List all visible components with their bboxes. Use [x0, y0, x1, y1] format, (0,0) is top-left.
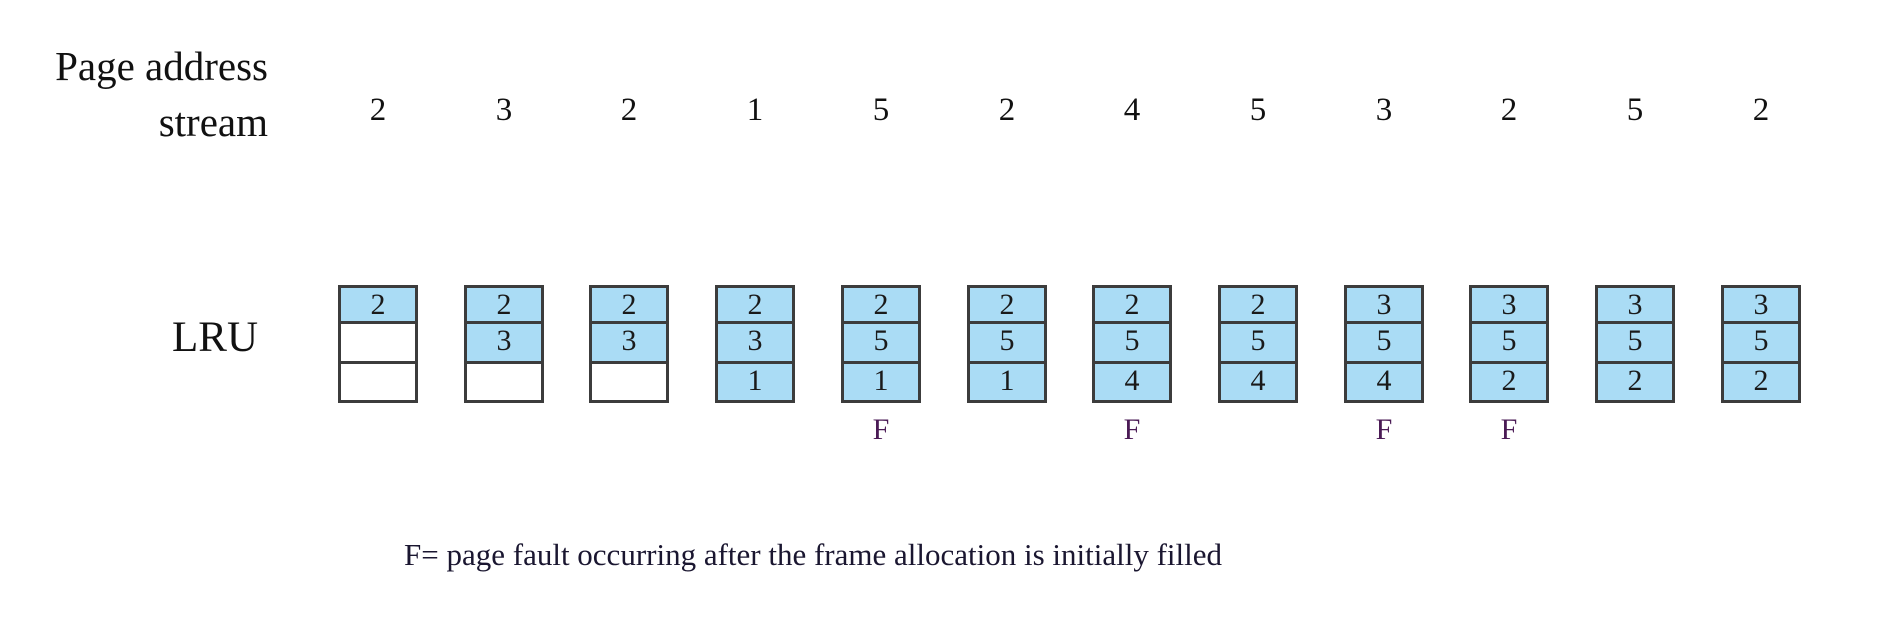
frame-cell: 3: [1469, 285, 1549, 325]
frame-cell: 4: [1218, 363, 1298, 403]
frame-cell: [589, 363, 669, 403]
frame-stack: 2: [338, 285, 418, 403]
stream-value: 4: [1123, 92, 1141, 128]
frame-cell: 2: [841, 285, 921, 325]
lru-label: LRU: [172, 314, 258, 361]
frame-cell: 2: [1721, 363, 1801, 403]
frame-cell: 3: [589, 324, 669, 364]
fault-marker: F: [1123, 413, 1141, 446]
frame-cell: 3: [715, 324, 795, 364]
stream-value: 5: [1626, 92, 1644, 128]
fault-marker: F: [1500, 413, 1518, 446]
frame-cell: 2: [1092, 285, 1172, 325]
stream-label-line2: stream: [158, 99, 268, 145]
stream-label-line1: Page address: [55, 43, 268, 89]
frame-cell: 1: [967, 363, 1047, 403]
frame-cell: 2: [1595, 363, 1675, 403]
stream-label: Page address stream: [0, 38, 268, 150]
stream-value: 2: [1752, 92, 1770, 128]
fault-marker: F: [1375, 413, 1393, 446]
frame-cell: 3: [1595, 285, 1675, 325]
stream-value: 3: [1375, 92, 1393, 128]
stream-value: 2: [998, 92, 1016, 128]
frame-cell: 3: [464, 324, 544, 364]
frame-cell: 2: [589, 285, 669, 325]
frame-cell: 1: [715, 363, 795, 403]
stream-value: 2: [369, 92, 387, 128]
frame-cell: 2: [464, 285, 544, 325]
frame-cell: 5: [967, 324, 1047, 364]
frame-cell: 2: [967, 285, 1047, 325]
stream-value: 2: [1500, 92, 1518, 128]
stream-value: 2: [620, 92, 638, 128]
frame-cell: 5: [1092, 324, 1172, 364]
frame-cell: [338, 363, 418, 403]
frame-cell: [464, 363, 544, 403]
frame-cell: 4: [1092, 363, 1172, 403]
frame-cell: 3: [1721, 285, 1801, 325]
stream-value: 5: [872, 92, 890, 128]
frame-cell: 5: [1344, 324, 1424, 364]
frame-cell: 2: [1469, 363, 1549, 403]
frame-cell: 1: [841, 363, 921, 403]
frame-cell: 2: [338, 285, 418, 325]
legend-note: F= page fault occurring after the frame …: [404, 537, 1223, 572]
frame-cell: 5: [841, 324, 921, 364]
frame-cell: [338, 324, 418, 364]
stream-value: 3: [495, 92, 513, 128]
frame-cell: 5: [1218, 324, 1298, 364]
frame-cell: 4: [1344, 363, 1424, 403]
frame-cell: 2: [1218, 285, 1298, 325]
stream-value: 5: [1249, 92, 1267, 128]
frame-cell: 2: [715, 285, 795, 325]
stream-value: 1: [746, 92, 764, 128]
fault-marker: F: [872, 413, 890, 446]
frame-cell: 5: [1721, 324, 1801, 364]
frame-cell: 3: [1344, 285, 1424, 325]
page-address-stream: 2 3 2 1 5 2 4 5 3 2 5 2: [0, 84, 1884, 136]
frame-cell: 5: [1469, 324, 1549, 364]
frame-cell: 5: [1595, 324, 1675, 364]
